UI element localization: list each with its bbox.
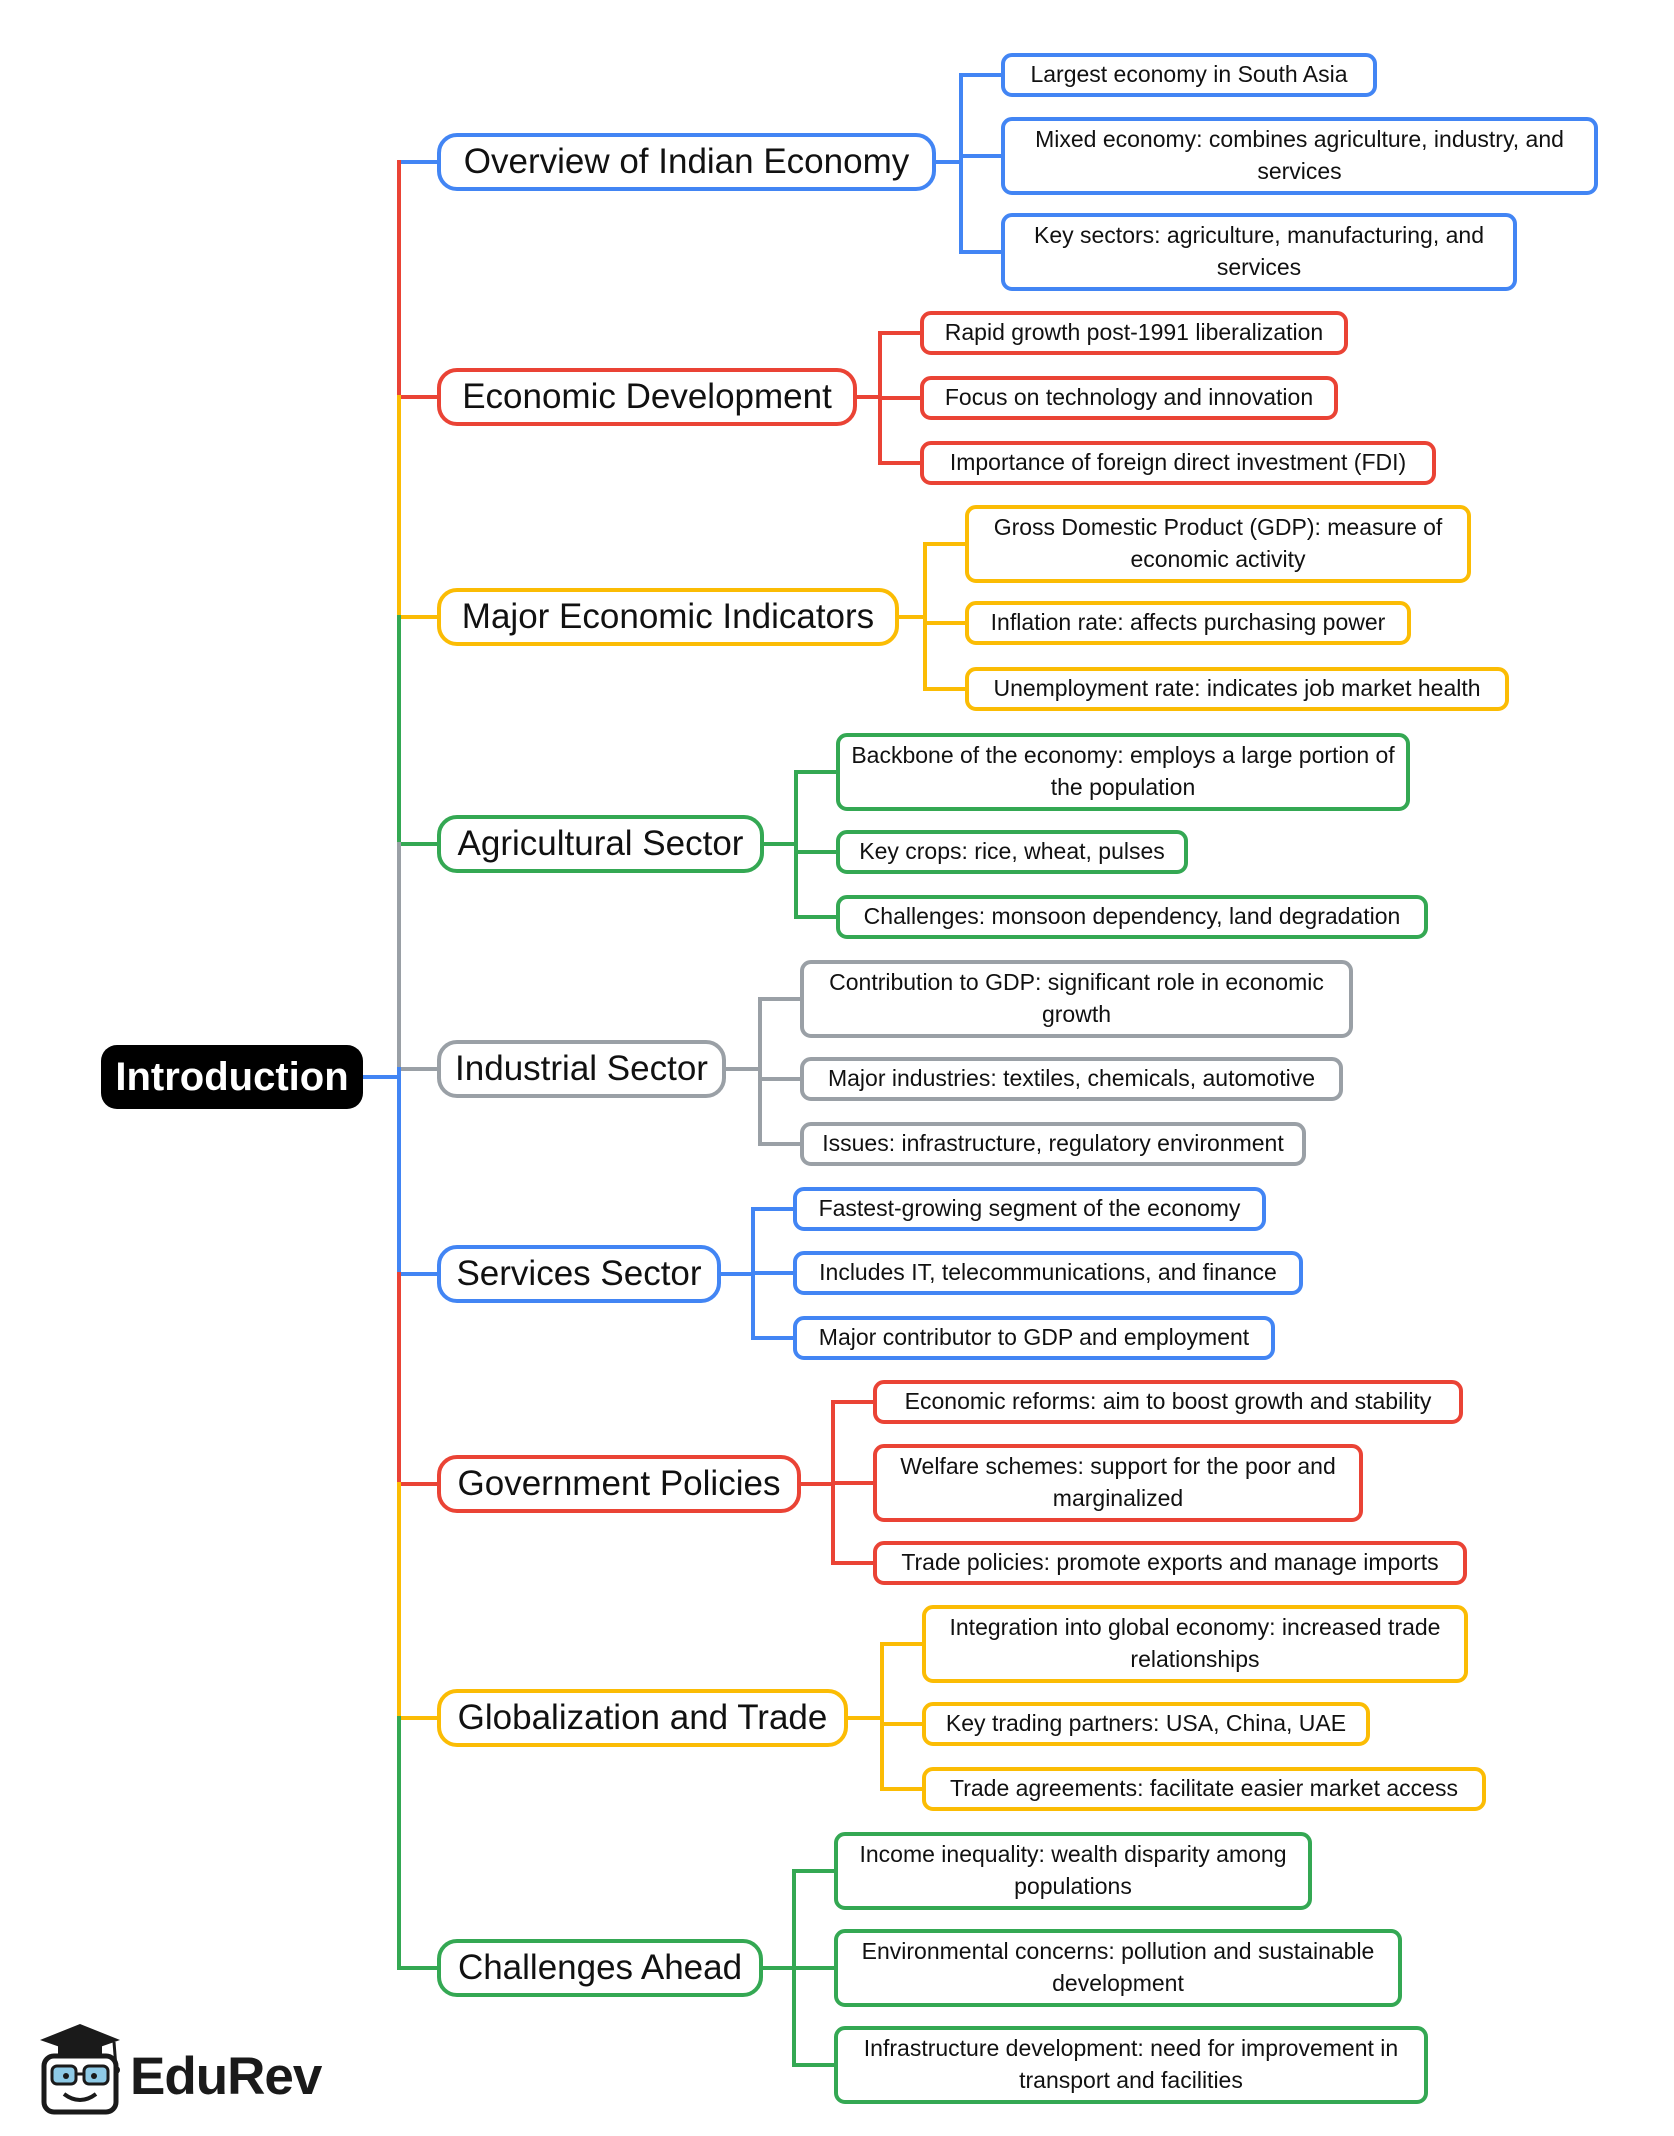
- leaf-node: Infrastructure development: need for imp…: [834, 2026, 1428, 2104]
- branch-government-policies: Government Policies: [437, 1455, 801, 1513]
- branch-agricultural-sector: Agricultural Sector: [437, 815, 764, 873]
- leaf-node: Mixed economy: combines agriculture, ind…: [1001, 117, 1598, 195]
- leaf-node: Key crops: rice, wheat, pulses: [836, 830, 1188, 874]
- leaf-node: Welfare schemes: support for the poor an…: [873, 1444, 1363, 1522]
- leaf-node: Trade agreements: facilitate easier mark…: [922, 1767, 1486, 1811]
- leaf-node: Income inequality: wealth disparity amon…: [834, 1832, 1312, 1910]
- leaf-node: Major contributor to GDP and employment: [793, 1316, 1275, 1360]
- leaf-node: Challenges: monsoon dependency, land deg…: [836, 895, 1428, 939]
- leaf-node: Largest economy in South Asia: [1001, 53, 1377, 97]
- leaf-node: Contribution to GDP: significant role in…: [800, 960, 1353, 1038]
- leaf-node: Trade policies: promote exports and mana…: [873, 1541, 1467, 1585]
- branch-economic-development: Economic Development: [437, 368, 857, 426]
- branch-industrial-sector: Industrial Sector: [437, 1040, 726, 1098]
- root-node-introduction: Introduction: [101, 1045, 363, 1109]
- leaf-node: Inflation rate: affects purchasing power: [965, 601, 1411, 645]
- leaf-node: Issues: infrastructure, regulatory envir…: [800, 1122, 1306, 1166]
- leaf-node: Environmental concerns: pollution and su…: [834, 1929, 1402, 2007]
- leaf-node: Economic reforms: aim to boost growth an…: [873, 1380, 1463, 1424]
- edurev-logo-icon: [40, 2024, 120, 2115]
- branch-services-sector: Services Sector: [437, 1245, 721, 1303]
- leaf-node: Unemployment rate: indicates job market …: [965, 667, 1509, 711]
- leaf-node: Rapid growth post-1991 liberalization: [920, 311, 1348, 355]
- leaf-node: Integration into global economy: increas…: [922, 1605, 1468, 1683]
- branch-overview-of-indian-economy: Overview of Indian Economy: [437, 133, 936, 191]
- leaf-node: Key trading partners: USA, China, UAE: [922, 1702, 1370, 1746]
- leaf-node: Importance of foreign direct investment …: [920, 441, 1436, 485]
- leaf-node: Fastest-growing segment of the economy: [793, 1187, 1266, 1231]
- leaf-node: Backbone of the economy: employs a large…: [836, 733, 1410, 811]
- branch-major-economic-indicators: Major Economic Indicators: [437, 588, 899, 646]
- brand-name: EduRev: [130, 2047, 322, 2106]
- leaf-node: Focus on technology and innovation: [920, 376, 1338, 420]
- branch-globalization-and-trade: Globalization and Trade: [437, 1689, 848, 1747]
- leaf-node: Gross Domestic Product (GDP): measure of…: [965, 505, 1471, 583]
- leaf-node: Key sectors: agriculture, manufacturing,…: [1001, 213, 1517, 291]
- branch-challenges-ahead: Challenges Ahead: [437, 1939, 763, 1997]
- leaf-node: Includes IT, telecommunications, and fin…: [793, 1251, 1303, 1295]
- leaf-node: Major industries: textiles, chemicals, a…: [800, 1057, 1343, 1101]
